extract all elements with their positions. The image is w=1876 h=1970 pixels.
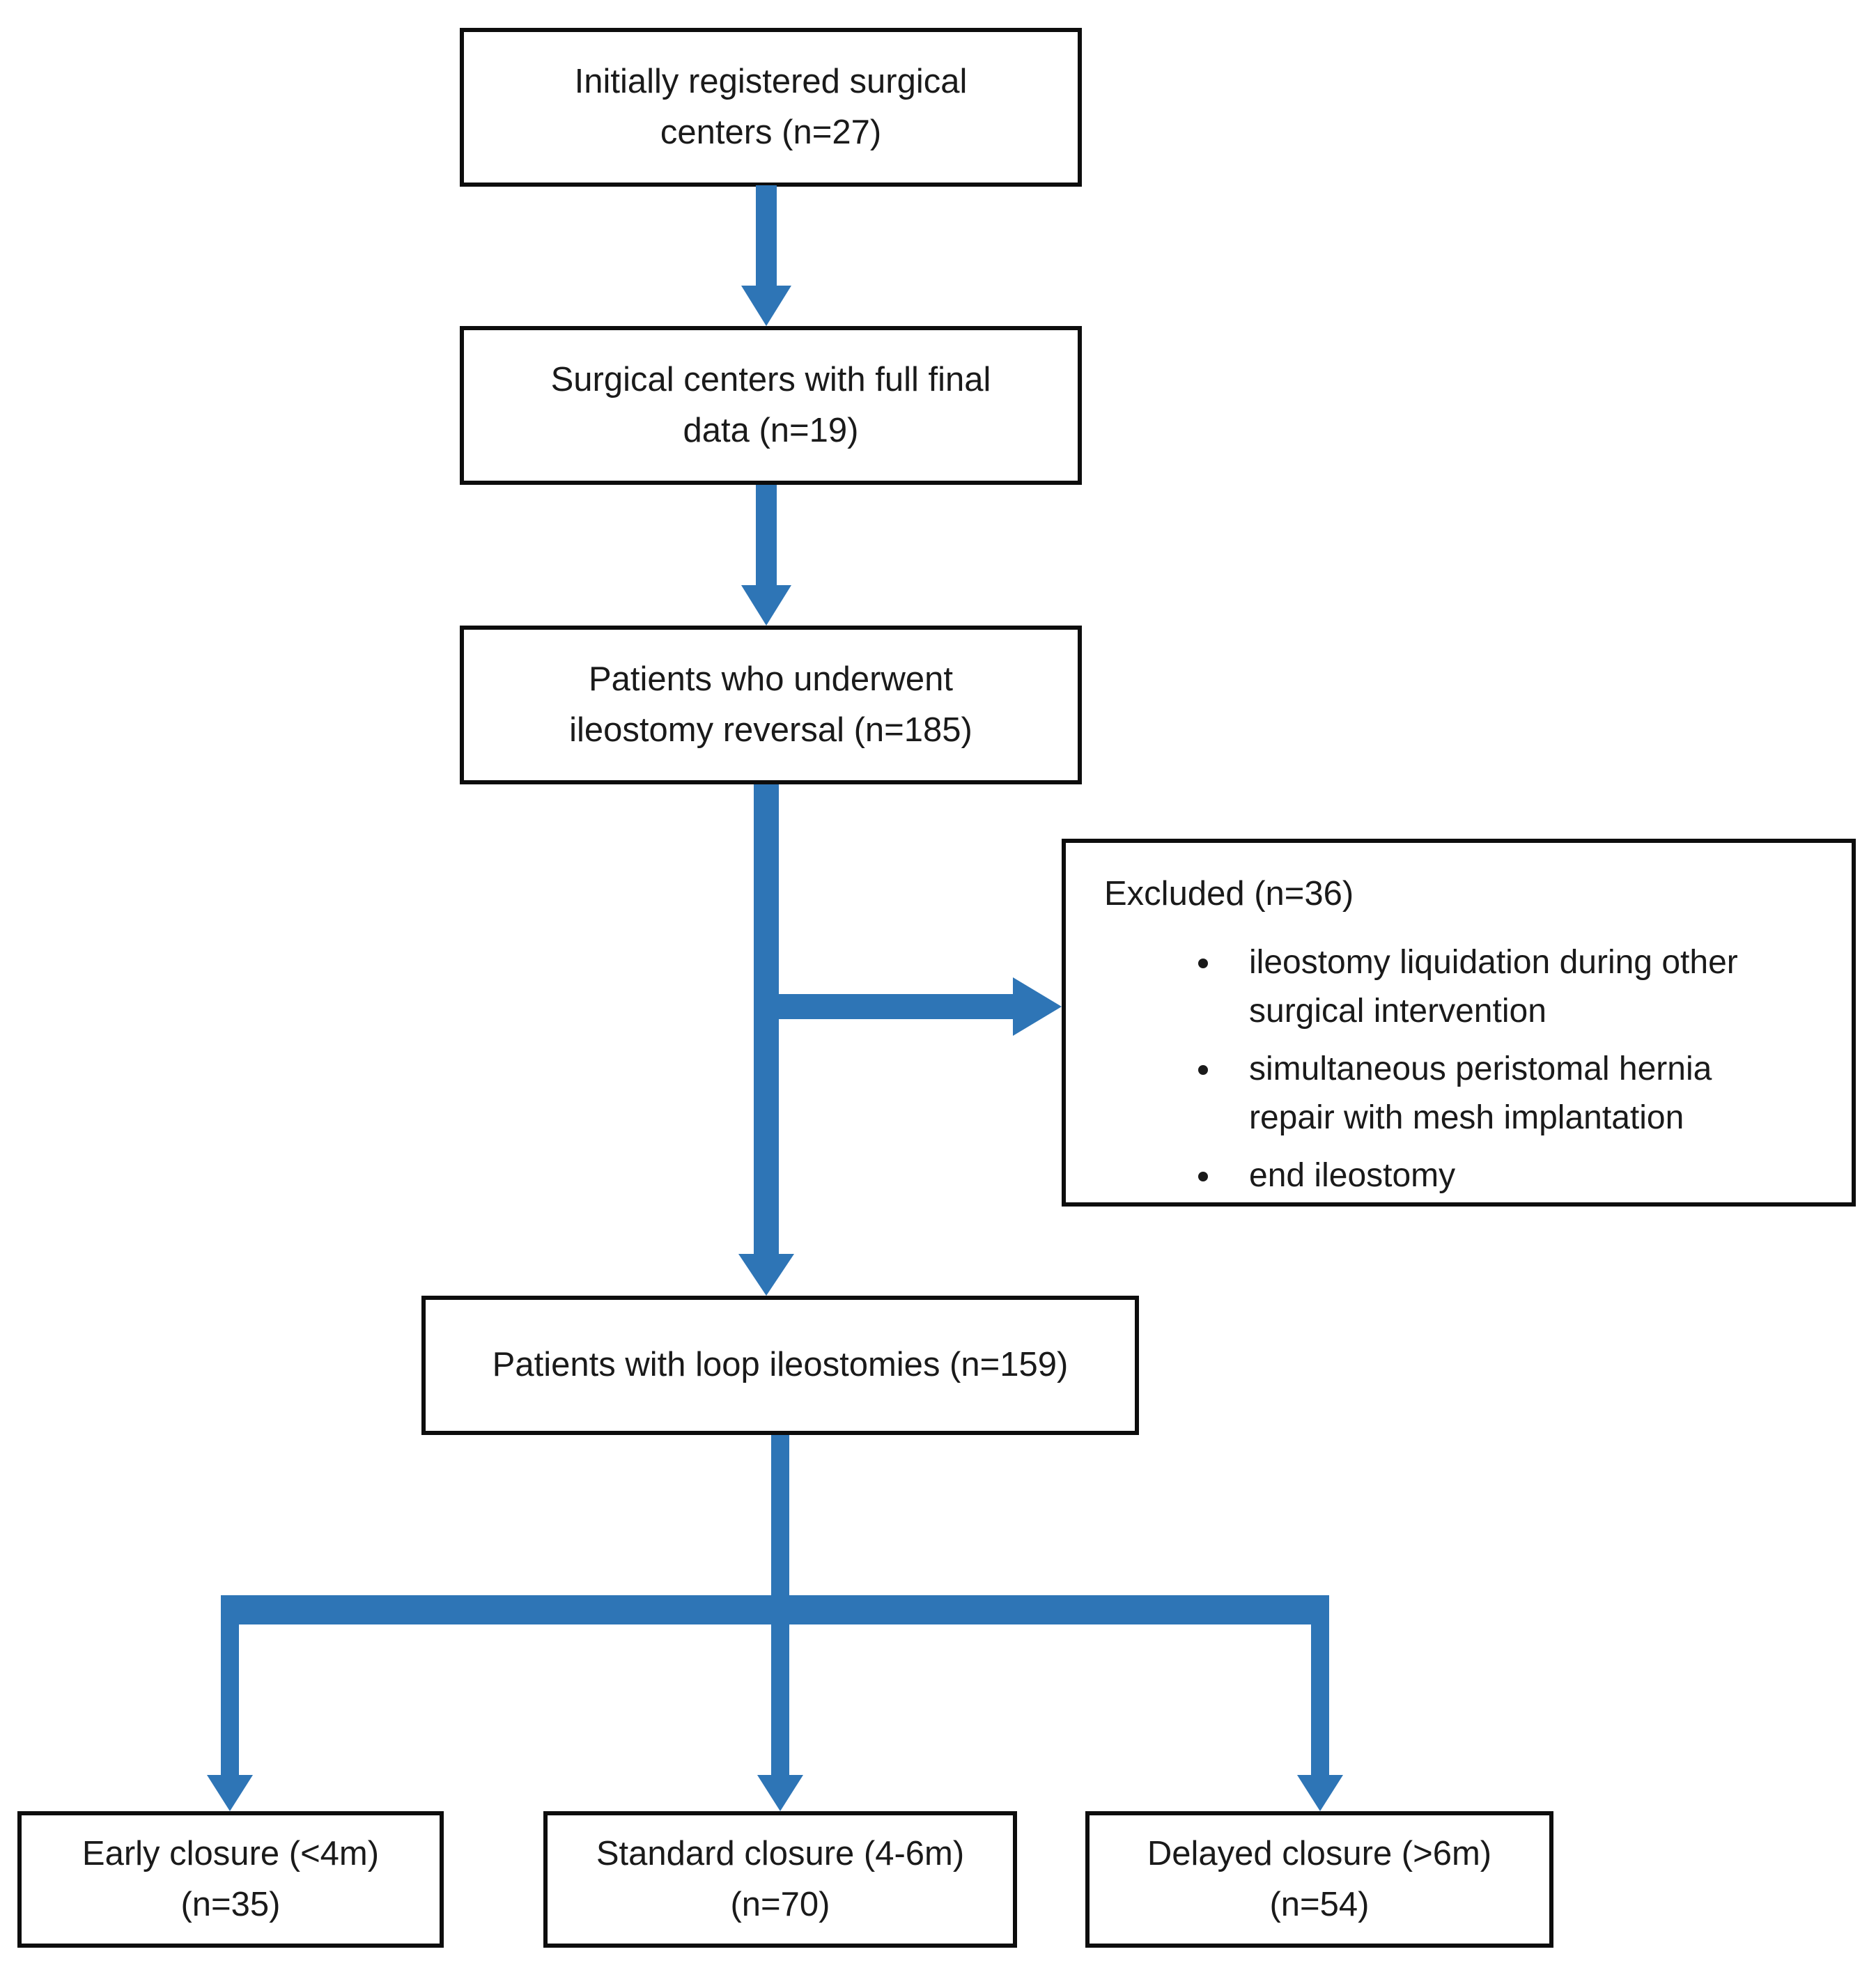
arrow-branch-to-excluded-stem: [766, 994, 1014, 1019]
arrow-fulldata-to-reversal-stem: [756, 485, 777, 587]
node-excluded: Excluded (n=36) ileostomy liquidation du…: [1062, 839, 1856, 1207]
excluded-reason-item: ileostomy liquidation during other surgi…: [1223, 938, 1738, 1035]
arrow-reversal-to-loop-stem: [754, 784, 779, 1255]
node-centers-full-data: Surgical centers with full final data (n…: [460, 326, 1082, 485]
node-delayed-closure: Delayed closure (>6m) (n=54): [1085, 1811, 1553, 1948]
excluded-title: Excluded (n=36): [1104, 875, 1354, 913]
arrow-fulldata-to-reversal-head-icon: [741, 585, 791, 626]
arrow-split-to-standard-stem: [771, 1623, 789, 1776]
arrow-registered-to-fulldata-stem: [756, 185, 777, 288]
node-loop-ileostomies: Patients with loop ileostomies (n=159): [421, 1296, 1139, 1435]
arrow-split-to-delayed-stem: [1311, 1623, 1329, 1776]
split-horizontal-bar: [221, 1595, 1329, 1624]
arrow-registered-to-fulldata-head-icon: [741, 286, 791, 326]
excluded-reason-item: simultaneous peristomal hernia repair wi…: [1223, 1045, 1738, 1142]
arrow-branch-to-excluded-head-icon: [1013, 977, 1062, 1036]
node-early-closure: Early closure (<4m) (n=35): [17, 1811, 444, 1948]
arrow-split-to-early-stem: [221, 1623, 239, 1776]
excluded-reason-list: ileostomy liquidation during other surgi…: [1104, 938, 1738, 1210]
arrow-reversal-to-loop-head-icon: [738, 1254, 794, 1296]
excluded-reason-item: end ileostomy: [1223, 1151, 1738, 1200]
arrow-split-to-early-head-icon: [207, 1775, 253, 1811]
node-standard-closure: Standard closure (4-6m) (n=70): [543, 1811, 1017, 1948]
arrow-split-to-standard-head-icon: [757, 1775, 803, 1811]
arrow-split-to-delayed-head-icon: [1297, 1775, 1343, 1811]
arrow-loop-to-split-stem: [771, 1435, 789, 1597]
node-ileostomy-reversal: Patients who underwent ileostomy reversa…: [460, 626, 1082, 784]
node-registered-centers: Initially registered surgical centers (n…: [460, 28, 1082, 187]
